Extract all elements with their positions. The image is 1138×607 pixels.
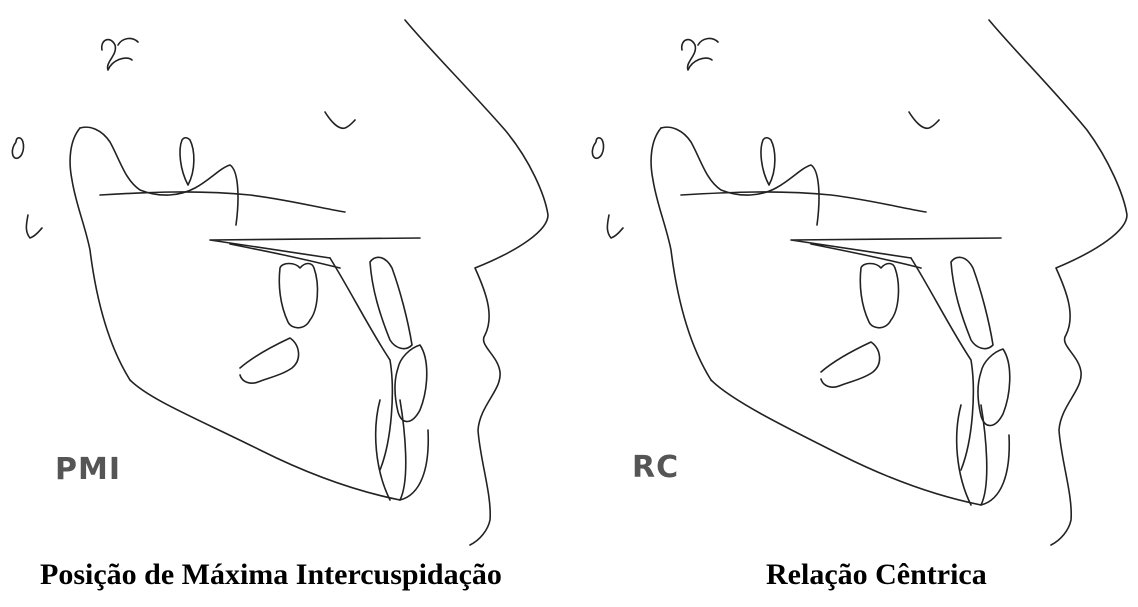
- position-tag: RC: [632, 450, 679, 485]
- sigmoid-notch: [661, 127, 819, 225]
- ear-loop: [592, 138, 603, 158]
- coronoid: [761, 138, 775, 185]
- upper-molar: [279, 264, 317, 328]
- position-tag: PMI: [55, 452, 121, 487]
- nasion-mark: [909, 112, 939, 128]
- ear-loop: [12, 138, 23, 158]
- orbit-scribble: [102, 38, 138, 70]
- panel-caption: Relação Cêntrica: [766, 558, 987, 592]
- mandible-inner: [911, 258, 973, 470]
- palatal-line: [100, 192, 345, 212]
- mandible-inner: [330, 258, 392, 470]
- panel-rc: RC Relação Cêntrica: [569, 0, 1138, 607]
- nasion-mark: [325, 112, 355, 128]
- lower-incisor: [395, 345, 427, 422]
- sigmoid-notch: [80, 127, 238, 225]
- upper-incisor: [370, 257, 412, 348]
- soft-tissue-profile: [989, 20, 1127, 545]
- mandible-outline: [130, 380, 406, 500]
- upper-molar: [860, 264, 898, 328]
- mandible-outline: [711, 380, 987, 505]
- lower-molar: [240, 338, 299, 383]
- chin-mark: [26, 215, 42, 238]
- chin-mark: [607, 215, 623, 238]
- palatal-line: [681, 192, 926, 212]
- coronoid: [180, 138, 194, 185]
- panel-caption: Posição de Máxima Intercuspidação: [40, 558, 502, 592]
- panel-pmi: PMI Posição de Máxima Intercuspidação: [0, 0, 569, 607]
- lower-molar: [821, 342, 880, 387]
- upper-incisor: [951, 257, 993, 348]
- orbit-scribble: [682, 38, 718, 70]
